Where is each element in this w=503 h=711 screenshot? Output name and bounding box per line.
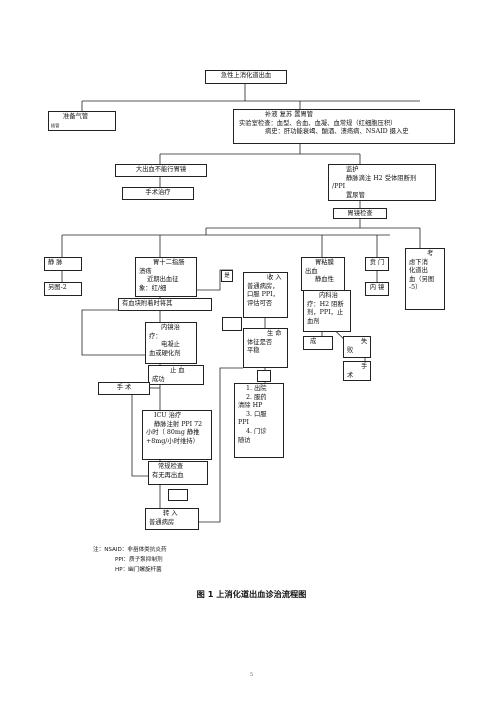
footnotes: 注：NSAID：非甾体类抗炎药 PPI：质子泵抑制剂 HP：幽门螺旋杆菌 <box>93 546 167 575</box>
icu-line-3: 小时（ 80mg 静推 <box>146 429 200 437</box>
surgery-treatment-node: 手术治疗 <box>122 187 194 200</box>
mucosa-box: 胃粘膜 出血 静血性 <box>301 257 345 291</box>
medical-line-4: 血剂 <box>307 317 320 325</box>
endoscope-node: 内 镜 <box>365 282 389 296</box>
small-surgery-line-2: 术 <box>347 371 354 379</box>
resuscitation-box: 补液 复苏 置胃管 实验室检查：血型、合血、血凝、血常规（红细胞压积） 病史：肝… <box>233 109 455 144</box>
ulcer-box: 胃十二指肠 溃疡 近期出血征 象：红/细 <box>135 257 197 297</box>
admit-line-4: 评估可否 <box>247 299 273 307</box>
surgery-small-node: 手 术 <box>98 382 150 395</box>
massive-bleed-node: 大出血不能行胃镜 <box>115 164 207 177</box>
medical-treatment-box: 内科治 疗：H2 阻断 剂，PPI，止 血剂 <box>303 290 351 332</box>
hemostasis-box: 止 血 成功 <box>148 365 204 385</box>
icu-box: ICU 治疗 静脉注射 PPI 72 小时（ 80mg 静推 +8mg/小时维持… <box>142 410 212 460</box>
ulcer-line-3: 近期出血征 <box>147 276 179 284</box>
endo-line-2: 疗： <box>149 332 162 340</box>
endo-line-1: 内镜治 <box>161 324 180 331</box>
consider-line-3: 化道出 <box>409 267 428 275</box>
resus-line-1: 补液 复苏 置胃管 <box>265 111 314 118</box>
blank-box-mid <box>257 370 271 382</box>
page-number: 5 <box>249 672 254 678</box>
vitals-line-2: 体征是否 <box>247 338 273 346</box>
admit-line-3: 口服 PPI， <box>247 291 279 299</box>
discharge-line-2: 2. 服药 <box>246 393 267 401</box>
vitals-box: 生 命 体征是否 平稳 <box>243 328 288 368</box>
endoscopic-treatment-box: 内镜治 疗： 电凝止 血或硬化剂 <box>145 322 197 364</box>
endo-line-4: 血或硬化剂 <box>149 349 181 357</box>
consider-line-4: 血（另图 <box>409 275 435 283</box>
protect-line-1: 监护 <box>346 166 359 173</box>
hemostasis-line-1: 止 血 <box>170 367 185 374</box>
medical-line-1: 内科治 <box>319 292 338 299</box>
fail-line-2: 败 <box>347 346 354 354</box>
prep-airway-sub: 插管 <box>51 123 60 128</box>
fail-line-1: 失 <box>361 338 368 345</box>
discharge-list-box: 1. 出院 2. 服药 清除 HP 3. 口服 PPI 4. 门诊 随访 <box>234 383 284 458</box>
protect-line-3: /PPI <box>332 183 346 191</box>
discharge-line-6: 4. 门诊 <box>246 427 267 435</box>
recheck-line-2: 有无再出血 <box>152 471 184 479</box>
discharge-line-5: PPI <box>238 419 249 427</box>
clot-node: 有血块附着时将其 <box>118 298 212 311</box>
prep-airway-box: 准备气管 插管 <box>48 111 116 131</box>
transfer-line-1: 转 入 <box>163 510 178 517</box>
blank-box-left <box>222 317 242 331</box>
recheck-line-1: 常规检查 <box>158 463 184 470</box>
regular-recheck-box: 常规检查 有无再出血 <box>148 461 208 485</box>
consider-line-5: -5） <box>409 284 422 292</box>
discharge-line-1: 1. 出院 <box>246 385 267 392</box>
yes-label: 是 <box>221 270 233 282</box>
transfer-box: 转 入 普通病房 <box>145 508 199 530</box>
medical-line-2: 疗：H2 阻断 <box>307 300 344 308</box>
protect-line-4: 置尿管 <box>346 191 365 199</box>
consider-line-2: 虑下消 <box>409 258 428 266</box>
note-ppi: PPI：质子泵抑制剂 <box>115 556 163 563</box>
icu-line-1: ICU 治疗 <box>154 412 182 419</box>
vitals-line-3: 平稳 <box>247 347 260 355</box>
see-figure-2-node: 另图-2 <box>44 282 82 296</box>
small-surgery-box: 手 术 <box>343 361 371 381</box>
ulcer-line-2: 溃疡 <box>139 267 152 275</box>
gastroscopy-node: 胃镜检查 <box>333 208 387 219</box>
consider-lower-gi-box: 考 虑下消 化道出 血（另图 -5） <box>405 248 445 310</box>
start-node: 急性上消化道出血 <box>205 70 287 84</box>
resus-line-2: 实验室检查：血型、合血、血凝、血常规（红细胞压积） <box>239 119 397 127</box>
varices-node: 静 脉 <box>44 257 82 271</box>
note-nsaid: 注：NSAID：非甾体类抗炎药 <box>93 547 167 553</box>
small-blank-box <box>168 489 188 501</box>
endo-line-3: 电凝止 <box>161 341 180 349</box>
pylorus-node: 贲 门 <box>365 257 389 271</box>
medical-line-3: 剂，PPI，止 <box>307 309 344 317</box>
prep-airway-label: 准备气管 <box>63 113 89 120</box>
resus-line-3: 病史：肝功能衰竭、酗酒、溃疡病、NSAID 摄入史 <box>265 128 409 136</box>
transfer-line-2: 普通病房 <box>149 518 175 526</box>
vitals-line-1: 生 命 <box>267 330 282 337</box>
ulcer-line-1: 胃十二指肠 <box>153 259 185 266</box>
hemostasis-line-2: 成功 <box>152 375 165 383</box>
mucosa-line-2: 出血 <box>305 267 318 275</box>
admit-line-1: 收 入 <box>267 274 282 281</box>
failure-box: 失 败 <box>343 336 371 358</box>
figure-caption: 图 1 上消化道出血诊治流程图 <box>196 589 307 599</box>
mucosa-line-3: 静血性 <box>315 276 334 284</box>
protect-line-2: 静脉滴注 H2 受体阻断剂 <box>346 174 417 182</box>
note-hp: HP：幽门螺旋杆菌 <box>115 566 162 573</box>
admit-line-2: 普通病房， <box>247 282 279 290</box>
discharge-line-3: 清除 HP <box>238 402 263 410</box>
icu-line-2: 静脉注射 PPI 72 <box>154 420 203 428</box>
mucosa-line-1: 胃粘膜 <box>315 259 334 266</box>
consider-line-1: 考 <box>427 250 434 257</box>
ulcer-line-4: 象：红/细 <box>139 284 167 292</box>
small-surgery-line-1: 手 <box>361 363 368 370</box>
discharge-line-4: 3. 口服 <box>246 410 267 418</box>
icu-line-4: +8mg/小时维持） <box>146 437 199 445</box>
protect-box: 监护 静脉滴注 H2 受体阻断剂 /PPI 置尿管 <box>328 164 436 201</box>
discharge-line-7: 随访 <box>238 436 251 444</box>
admit-box: 收 入 普通病房， 口服 PPI， 评估可否 <box>243 272 288 318</box>
success-node: 成 <box>303 336 333 350</box>
